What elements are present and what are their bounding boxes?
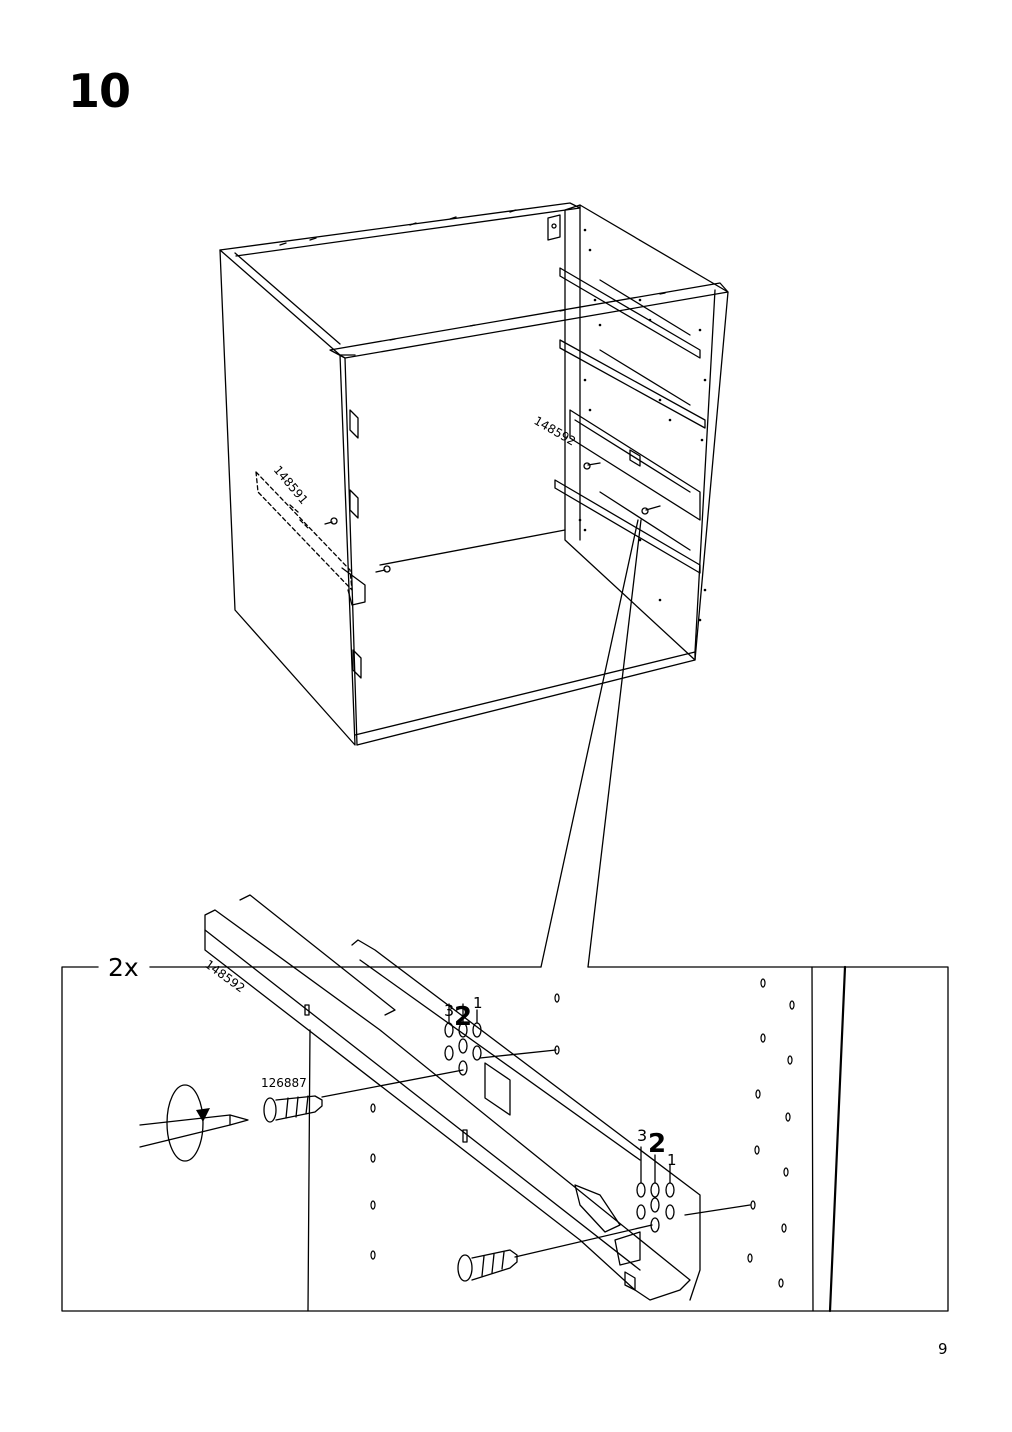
cabinet-right-panel [564,204,729,661]
cabinet-new-rail [569,409,701,521]
detail-box [61,894,949,1313]
part-label-126887: 126887 [261,1076,307,1090]
rear-screw [457,1249,518,1282]
screw-126887 [263,1095,323,1123]
callout-beam [540,519,642,968]
detail-frame [61,966,949,1312]
rear-position-2: 2 [648,1129,666,1159]
front-position-1: 1 [473,994,483,1012]
step-number: 10 [68,64,131,118]
quantity-label: 2x [108,953,139,982]
rear-position-3: 3 [637,1126,647,1145]
rear-position-1: 1 [667,1151,677,1169]
cabinet-drawing [219,202,729,968]
hole-pattern [578,228,707,622]
screwdriver [139,1084,249,1162]
front-position-2: 2 [454,1002,472,1032]
cabinet-top-front-rail [329,282,729,359]
cabinet-left-rail-ghost [255,471,353,591]
detail-rail [204,894,751,1301]
front-position-3: 3 [444,1001,454,1020]
cabinet-left-panel [219,249,356,746]
part-label-148592-cabinet: 148592 [532,413,579,448]
page-number: 9 [938,1340,948,1358]
cabinet-bottom [354,651,696,746]
part-label-148592-detail: 148592 [202,957,247,995]
cabinet-top-rear-rail [219,202,581,257]
part-label-148591: 148591 [271,463,311,507]
